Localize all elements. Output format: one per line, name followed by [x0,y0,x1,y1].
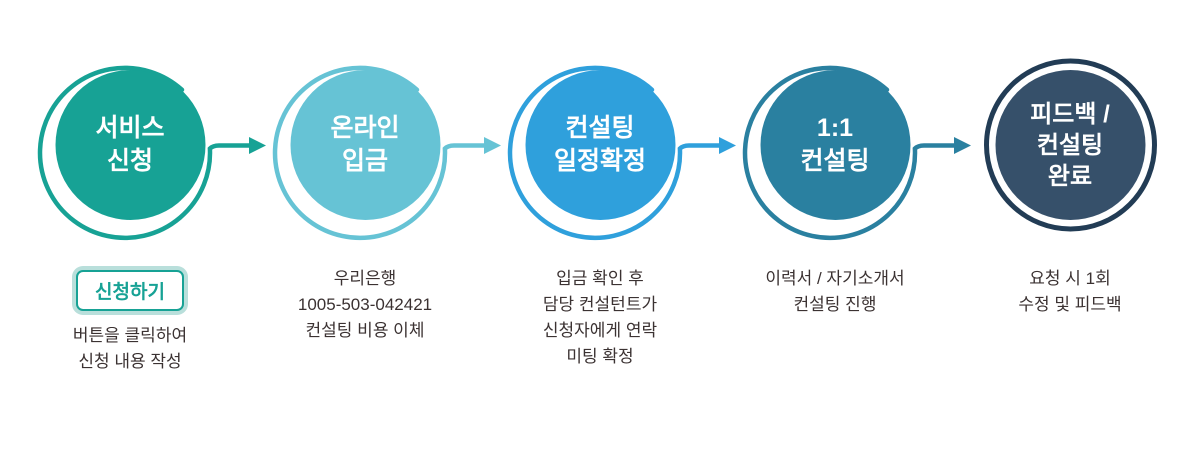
step-circle [995,70,1145,220]
step-description-line: 1005-503-042421 [297,295,433,314]
step-details: 우리은행 1005-503-042421 컨설팅 비용 이체 [248,266,483,344]
step-details: 입금 확인 후 담당 컨설턴트가 신청자에게 연락 미팅 확정 [483,266,718,370]
step-circle [525,70,675,220]
step-ring [983,58,1157,232]
apply-button[interactable]: 신청하기 [76,270,184,311]
step-label: 1:1 컨설팅 [718,70,953,220]
step-1-service-apply: 서비스 신청 신청하기 버튼을 클릭하여 신청 내용 작성 [13,0,266,468]
step-5-feedback-complete: 피드백 / 컨설팅 완료 요청 시 1회 수정 및 피드백 [953,0,1188,468]
step-label: 온라인 입금 [248,70,483,220]
step-label-line: 1:1 [816,114,854,142]
step-details: 이력서 / 자기소개서 컨설팅 진행 [718,266,953,318]
step-description-line: 우리은행 [333,269,397,288]
step-circle [760,70,910,220]
step-label-line: 서비스 [95,114,165,142]
step-details: 요청 시 1회 수정 및 피드백 [953,266,1188,318]
step-label-line: 신청 [106,147,153,175]
step-2-online-deposit: 온라인 입금 우리은행 1005-503-042421 컨설팅 비용 이체 [248,0,501,468]
step-ring-and-arrow-line [37,65,251,241]
step-label: 서비스 신청 [13,70,248,220]
step-ring-and-arrow-line [272,65,486,241]
step-label: 컨설팅 일정확정 [483,70,718,220]
arrow-right-icon [953,137,971,154]
step-circle [290,70,440,220]
step-description-line: 버튼을 클릭하여 [72,326,188,345]
step-label-line: 컨설팅 [1036,131,1104,159]
step-label-line: 입금 [341,147,388,175]
step-label-line: 온라인 [330,114,400,142]
step-3-schedule-confirm: 컨설팅 일정확정 입금 확인 후 담당 컨설턴트가 신청자에게 연락 미팅 확정 [483,0,736,468]
step-label-line: 컨설팅 [565,114,635,142]
step-label: 피드백 / 컨설팅 완료 [953,70,1188,220]
step-circle-graphic [983,58,1157,232]
step-4-one-on-one-consulting: 1:1 컨설팅 이력서 / 자기소개서 컨설팅 진행 [718,0,971,468]
step-description-line: 신청자에게 연락 [542,321,658,340]
step-circle-graphic [507,65,736,241]
step-label-line: 피드백 / [1030,100,1110,128]
step-circle-graphic [272,65,501,241]
step-description-line: 요청 시 1회 [1029,269,1111,288]
step-label-line: 일정확정 [553,147,646,175]
step-label-line: 컨설팅 [800,147,870,175]
step-circle-graphic [742,65,971,241]
arrow-right-icon [483,137,501,154]
arrow-right-icon [248,137,266,154]
step-description-line: 미팅 확정 [566,347,634,366]
step-ring-and-arrow-line [507,65,721,241]
step-description-line: 이력서 / 자기소개서 [765,269,905,288]
step-details: 신청하기 버튼을 클릭하여 신청 내용 작성 [13,266,248,375]
arrow-right-icon [718,137,736,154]
step-description-line: 수정 및 피드백 [1018,295,1122,314]
step-ring-and-arrow-line [742,65,956,241]
step-description-line: 컨설팅 비용 이체 [305,321,425,340]
step-description-line: 컨설팅 진행 [793,295,877,314]
step-circle-graphic [37,65,266,241]
step-description-line: 신청 내용 작성 [78,352,182,371]
step-description-line: 입금 확인 후 [556,269,644,288]
step-label-line: 완료 [1047,162,1093,190]
step-circle [55,70,205,220]
step-description-line: 담당 컨설턴트가 [542,295,658,314]
